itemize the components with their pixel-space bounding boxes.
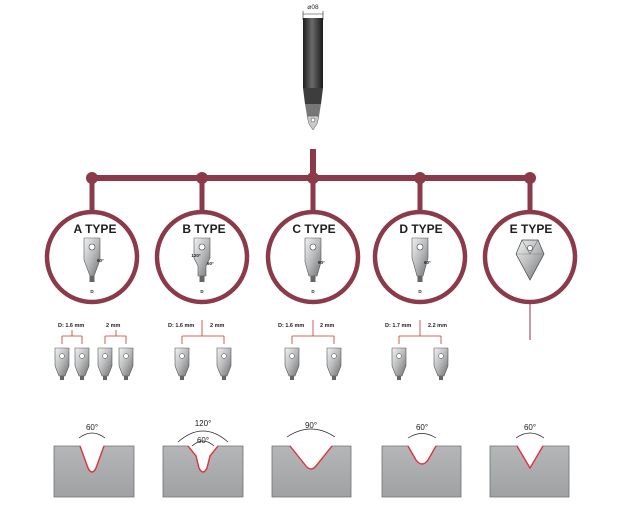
small-inserts [54,347,449,380]
type-a-d-label: D [90,289,94,294]
groove-d: 60° [381,423,462,498]
type-b-insert-angle-2: 120° [191,253,201,258]
type-a-sizes: D: 1.6 mm 2 mm [58,323,127,344]
groove-a-angle: 60° [86,423,98,432]
type-c-d-label: D [311,289,315,294]
type-b-size-2: 2 mm [210,323,224,329]
connector-tree [86,149,536,340]
size-branches: D: 1.6 mm 2 mm D: 1.6 mm 2 mm D: 1.6 mm … [58,320,447,344]
tool-diameter-label: ⌀08 [307,4,319,11]
type-c-circle: C TYPE 90° D [265,209,361,305]
type-c-title: C TYPE [292,222,335,236]
tool-shank [303,18,323,88]
tool-holder: ⌀08 [302,4,324,131]
type-d-insert-small-2 [433,347,449,380]
type-d-circle: D TYPE 60° D [372,209,468,305]
type-c-size-1: D: 1.6 mm [278,323,304,329]
type-c-insert-small-1 [284,347,300,380]
type-b-d-label: D [200,289,204,294]
groove-c: 90° [271,421,352,498]
type-b-circle: B TYPE 120° 60° D [154,209,250,305]
type-b-insert-angle: 60° [207,261,214,266]
tool-insert-tip [306,115,320,131]
type-b-insert-small-1 [174,347,190,380]
type-d-sizes: D: 1.7 mm 2.2 mm [385,320,447,344]
type-b-insert-small-2 [216,347,232,380]
type-e-title: E TYPE [510,222,553,236]
type-a-insert-small-1 [54,347,70,380]
type-b-sizes: D: 1.6 mm 2 mm [168,320,224,344]
type-e-circle: E TYPE [482,209,578,305]
groove-b-angle-1: 120° [195,419,212,428]
type-b-size-1: D: 1.6 mm [168,323,194,329]
type-b-insert-icon [193,237,211,282]
type-a-insert-small-3 [97,347,113,380]
type-b-title: B TYPE [182,222,225,236]
type-d-size-1: D: 1.7 mm [385,323,411,329]
type-a-title: A TYPE [74,222,117,236]
type-c-insert-icon [304,237,322,282]
type-d-insert-icon [411,237,429,282]
type-c-insert-angle: 90° [318,260,325,265]
type-a-circle: A TYPE 60° D [44,209,140,305]
type-e-insert-icon [515,239,545,281]
type-d-insert-small-1 [391,347,407,380]
type-c-sizes: D: 1.6 mm 2 mm [278,320,334,344]
type-d-insert-angle: 60° [424,260,431,265]
groove-e-angle: 60° [524,423,536,432]
groove-a: 60° [53,423,135,498]
type-d-d-label: D [418,289,422,294]
type-d-title: D TYPE [399,222,442,236]
groove-b-angle-2: 60° [197,436,209,445]
groove-e: 60° [489,423,570,498]
groove-c-angle: 90° [305,421,317,430]
type-a-size-2: 2 mm [106,323,120,329]
type-a-insert-icon [83,237,101,282]
tool-collar [303,88,323,104]
type-a-insert-small-4 [118,347,134,380]
groove-d-angle: 60° [416,423,428,432]
type-a-insert-angle: 60° [97,258,104,263]
type-d-size-2: 2.2 mm [428,323,447,329]
groove-b: 120° 60° [162,419,244,498]
type-c-insert-small-2 [326,347,342,380]
type-a-size-1: D: 1.6 mm [58,323,84,329]
type-a-insert-small-2 [74,347,90,380]
type-c-size-2: 2 mm [320,323,334,329]
